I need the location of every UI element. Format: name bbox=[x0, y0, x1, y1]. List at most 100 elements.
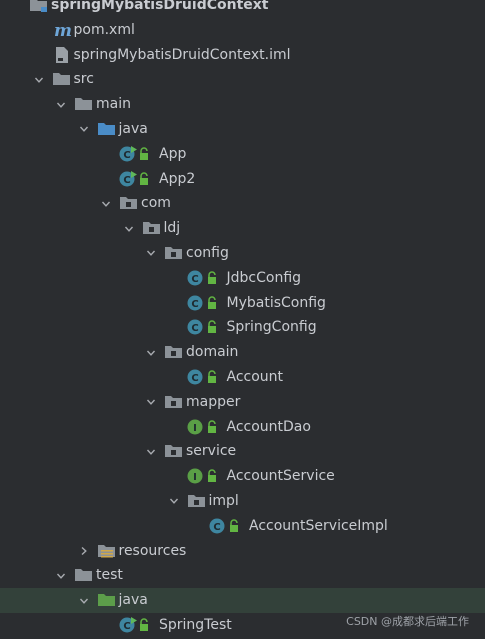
tree-item-label: com bbox=[141, 195, 171, 212]
tree-item[interactable]: config bbox=[0, 241, 485, 266]
tree-item-label: App2 bbox=[159, 170, 196, 187]
tree-item[interactable]: resources bbox=[0, 539, 485, 564]
class-icon: C bbox=[187, 318, 207, 336]
lock-icon bbox=[138, 618, 150, 636]
module-folder-icon bbox=[29, 0, 49, 14]
tree-item[interactable]: com bbox=[0, 191, 485, 216]
tree-item[interactable]: test bbox=[0, 563, 485, 588]
tree-item[interactable]: java bbox=[0, 588, 485, 613]
lock-icon bbox=[138, 171, 150, 190]
resources-folder-icon bbox=[97, 542, 117, 560]
tree-item-label: config bbox=[186, 245, 229, 261]
svg-text:C: C bbox=[191, 299, 198, 310]
chevron-down-icon[interactable] bbox=[55, 92, 67, 117]
tree-item[interactable]: mapper bbox=[0, 390, 485, 415]
lock-icon bbox=[138, 147, 150, 165]
tree-item-label: ldj bbox=[163, 220, 181, 237]
tree-item[interactable]: C MybatisConfig bbox=[0, 291, 485, 316]
svg-text:C: C bbox=[191, 274, 198, 285]
tree-item-label: AccountDao bbox=[226, 418, 311, 435]
tree-item-label: springMybatisDruidContext.iml bbox=[73, 46, 291, 63]
tree-item-label: java bbox=[118, 592, 148, 609]
lock-icon bbox=[206, 295, 218, 314]
package-icon bbox=[142, 219, 162, 237]
lock-icon bbox=[206, 271, 218, 289]
tree-item[interactable]: main bbox=[0, 92, 485, 117]
chevron-down-icon[interactable] bbox=[168, 489, 180, 514]
chevron-down-icon[interactable] bbox=[78, 117, 90, 142]
package-icon bbox=[164, 244, 184, 262]
chevron-down-icon[interactable] bbox=[145, 390, 157, 415]
tree-item[interactable]: service bbox=[0, 439, 485, 464]
class-icon: C bbox=[187, 294, 207, 312]
tree-item[interactable]: C SpringConfig bbox=[0, 315, 485, 340]
tree-item[interactable]: C App bbox=[0, 142, 485, 167]
iml-file-icon bbox=[52, 46, 72, 64]
chevron-down-icon[interactable] bbox=[100, 191, 112, 216]
tree-item[interactable]: impl bbox=[0, 489, 485, 514]
tree-item-label: impl bbox=[208, 493, 239, 509]
tree-item-label: mapper bbox=[186, 393, 241, 410]
tree-item[interactable]: C JdbcConfig bbox=[0, 266, 485, 291]
tree-item[interactable]: C SpringTest bbox=[0, 613, 485, 638]
tree-item[interactable]: domain bbox=[0, 340, 485, 365]
tree-item[interactable]: springMybatisDruidContext.iml bbox=[0, 43, 485, 68]
runnable-class-icon: C bbox=[119, 616, 139, 634]
chevron-down-icon[interactable] bbox=[145, 340, 157, 365]
chevron-down-icon[interactable] bbox=[55, 563, 67, 588]
lock-icon bbox=[228, 519, 240, 537]
runnable-class-icon: C bbox=[119, 170, 139, 188]
tree-item-label: service bbox=[186, 443, 237, 460]
tree-item-label: AccountService bbox=[226, 468, 335, 485]
tree-item-label: java bbox=[118, 121, 148, 137]
package-icon bbox=[164, 343, 184, 361]
tree-item-label: resources bbox=[118, 542, 187, 559]
chevron-down-icon[interactable] bbox=[145, 439, 157, 464]
svg-text:C: C bbox=[123, 150, 130, 161]
chevron-down-icon[interactable] bbox=[123, 216, 135, 241]
runnable-class-icon: C bbox=[119, 145, 139, 163]
watermark: CSDN @成都求后端工作 bbox=[346, 615, 469, 628]
tree-item-label: Account bbox=[226, 369, 284, 385]
package-icon bbox=[119, 194, 139, 212]
tree-item-label: springMybatisDruidContext bbox=[51, 0, 269, 13]
tree-item-label: main bbox=[96, 96, 131, 113]
tree-item[interactable]: C App2 bbox=[0, 167, 485, 192]
folder-icon bbox=[74, 95, 94, 113]
svg-text:C: C bbox=[213, 522, 220, 533]
tree-item[interactable]: C Account bbox=[0, 365, 485, 390]
svg-text:C: C bbox=[191, 373, 198, 384]
tree-item[interactable]: springMybatisDruidContext bbox=[0, 0, 485, 18]
chevron-down-icon[interactable] bbox=[78, 588, 90, 613]
folder-icon bbox=[52, 70, 72, 88]
tree-item-label: src bbox=[73, 71, 94, 88]
tree-item-label: MybatisConfig bbox=[226, 294, 326, 311]
lock-icon bbox=[206, 320, 218, 338]
svg-text:m: m bbox=[54, 21, 72, 39]
chevron-down-icon[interactable] bbox=[33, 67, 45, 92]
tree-item-label: SpringTest bbox=[159, 617, 232, 633]
svg-text:C: C bbox=[191, 323, 198, 334]
class-icon: C bbox=[209, 517, 229, 535]
package-icon bbox=[164, 393, 184, 411]
package-icon bbox=[187, 492, 207, 510]
chevron-right-icon[interactable] bbox=[78, 539, 90, 564]
tree-item-label: test bbox=[96, 567, 123, 584]
tree-item[interactable]: java bbox=[0, 117, 485, 142]
tree-item-label: SpringConfig bbox=[226, 319, 317, 336]
tree-item[interactable]: ldj bbox=[0, 216, 485, 241]
tree-item-label: JdbcConfig bbox=[226, 269, 302, 286]
tree-item[interactable]: src bbox=[0, 67, 485, 92]
tree-item-label: domain bbox=[186, 344, 239, 361]
tree-item-label: App bbox=[159, 145, 187, 162]
chevron-down-icon[interactable] bbox=[145, 241, 157, 266]
folder-icon bbox=[74, 566, 94, 584]
maven-file-icon: m bbox=[52, 21, 72, 39]
tree-item-label: pom.xml bbox=[73, 21, 135, 38]
lock-icon bbox=[206, 469, 218, 487]
lock-icon bbox=[206, 419, 218, 438]
